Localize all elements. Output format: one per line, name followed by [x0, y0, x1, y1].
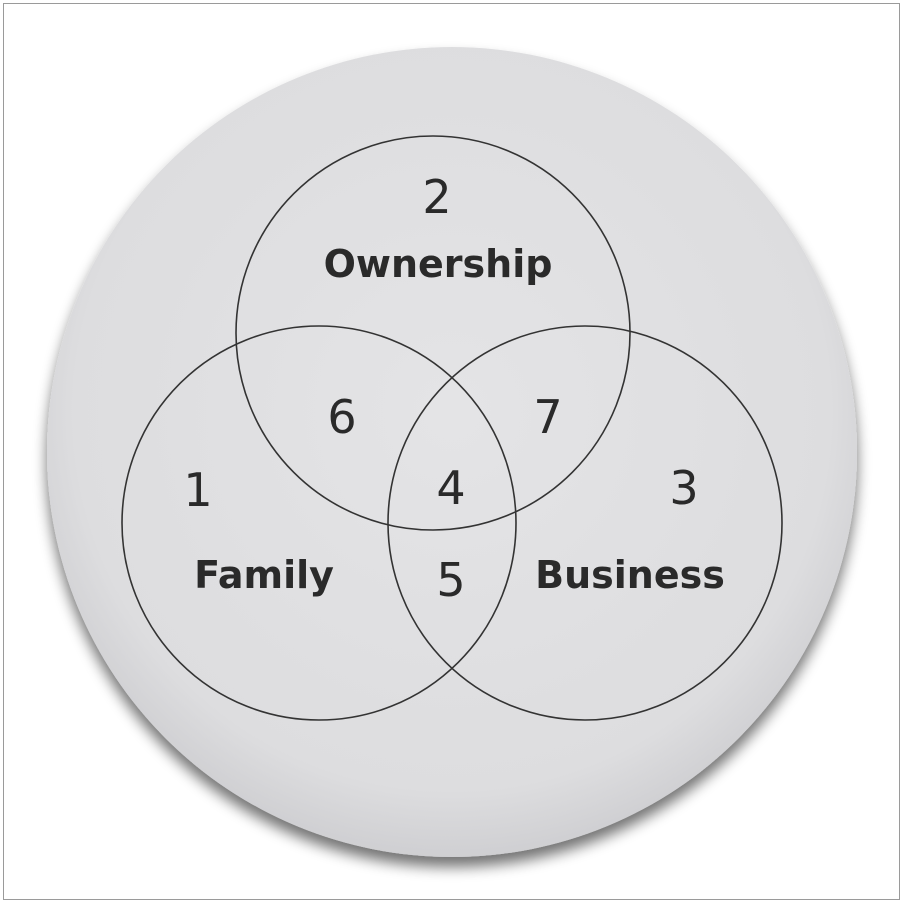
region-number-ownership: 2 — [422, 170, 451, 224]
region-number-all-three: 4 — [436, 461, 465, 515]
region-number-family: 1 — [183, 463, 212, 517]
ownership-label: Ownership — [324, 242, 553, 286]
region-number-ownership-business: 7 — [533, 390, 562, 444]
ownership-circle — [235, 135, 631, 531]
business-label: Business — [535, 553, 725, 597]
business-circle — [387, 325, 783, 721]
family-circle — [121, 325, 517, 721]
region-number-business: 3 — [669, 461, 698, 515]
region-number-family-ownership: 6 — [327, 390, 356, 444]
background-disc — [47, 47, 857, 857]
family-label: Family — [194, 553, 334, 597]
region-number-family-business: 5 — [436, 553, 465, 607]
